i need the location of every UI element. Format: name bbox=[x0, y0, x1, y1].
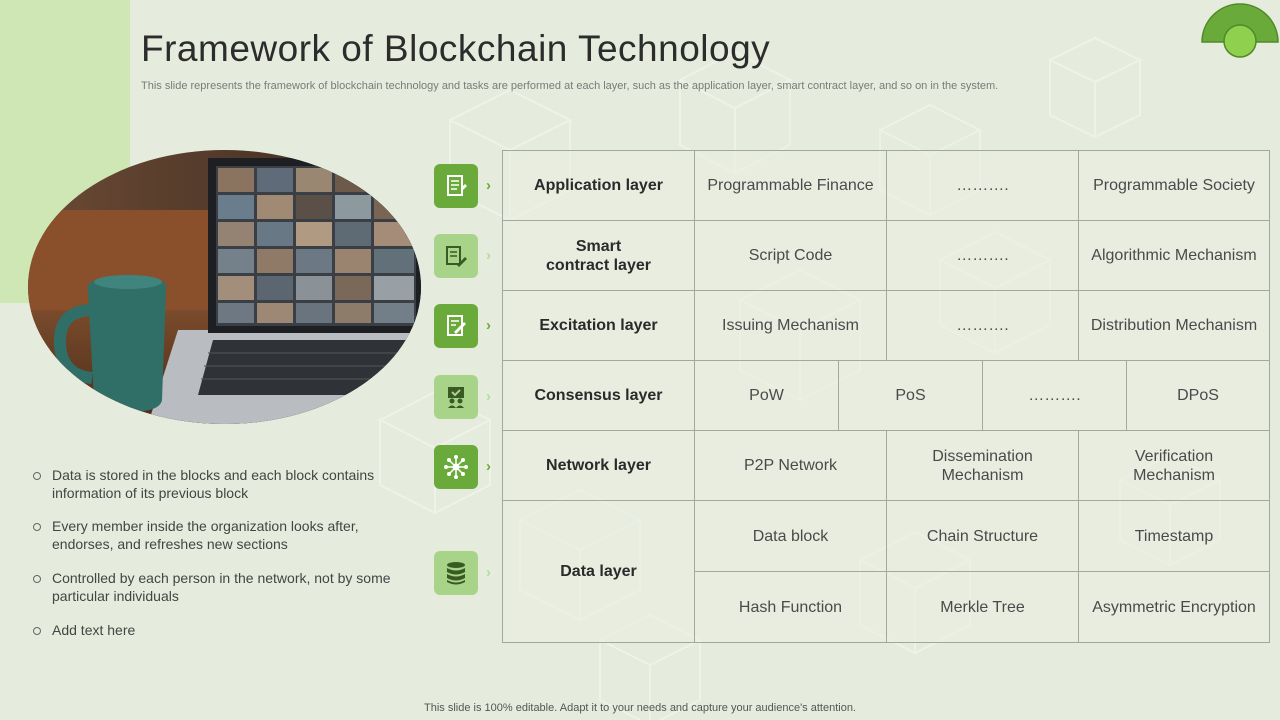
layer-name-application: Application layer bbox=[502, 150, 695, 221]
laptop-video-call-photo bbox=[28, 150, 421, 424]
table-cell: Dissemination Mechanism bbox=[886, 430, 1079, 501]
framework-table: Application layer Programmable Finance …… bbox=[502, 150, 1270, 643]
contract-icon bbox=[434, 234, 478, 278]
table-cell: Algorithmic Mechanism bbox=[1078, 220, 1270, 291]
bullet-item: Every member inside the organization loo… bbox=[30, 517, 400, 553]
table-cell: Script Code bbox=[694, 220, 887, 291]
chevron-right-icon: › bbox=[486, 458, 491, 475]
layer-name-network: Network layer bbox=[502, 430, 695, 501]
table-cell: Issuing Mechanism bbox=[694, 290, 887, 361]
layer-name-excitation: Excitation layer bbox=[502, 290, 695, 361]
layer-name-consensus: Consensus layer bbox=[502, 360, 695, 431]
table-cell: DPoS bbox=[1126, 360, 1270, 431]
certificate-icon bbox=[434, 304, 478, 348]
document-icon bbox=[434, 164, 478, 208]
page-subtitle: This slide represents the framework of b… bbox=[141, 80, 999, 92]
table-cell: Asymmetric Encryption bbox=[1078, 571, 1270, 643]
bullet-item: Controlled by each person in the network… bbox=[30, 569, 400, 605]
bullet-list: Data is stored in the blocks and each bl… bbox=[30, 466, 400, 639]
table-cell: Hash Function bbox=[694, 571, 887, 643]
chevron-right-icon: › bbox=[486, 317, 491, 334]
table-cell: ………. bbox=[886, 290, 1079, 361]
page-title: Framework of Blockchain Technology bbox=[141, 28, 771, 69]
table-cell: Distribution Mechanism bbox=[1078, 290, 1270, 361]
logo-semicircle-icon bbox=[1201, 3, 1279, 58]
table-cell: Chain Structure bbox=[886, 500, 1079, 572]
table-cell: Merkle Tree bbox=[886, 571, 1079, 643]
bullet-item: Data is stored in the blocks and each bl… bbox=[30, 466, 400, 502]
table-cell: Programmable Finance bbox=[694, 150, 887, 221]
chevron-right-icon: › bbox=[486, 388, 491, 405]
database-icon bbox=[434, 551, 478, 595]
chevron-right-icon: › bbox=[486, 564, 491, 581]
table-cell: PoS bbox=[838, 360, 983, 431]
footer-note: This slide is 100% editable. Adapt it to… bbox=[424, 702, 856, 714]
table-cell: Verification Mechanism bbox=[1078, 430, 1270, 501]
chevron-right-icon: › bbox=[486, 247, 491, 264]
table-cell: ………. bbox=[982, 360, 1127, 431]
table-cell: PoW bbox=[694, 360, 839, 431]
table-cell: Timestamp bbox=[1078, 500, 1270, 572]
network-icon bbox=[434, 445, 478, 489]
table-cell: P2P Network bbox=[694, 430, 887, 501]
consensus-icon bbox=[434, 375, 478, 419]
layer-name-smart-contract: Smart contract layer bbox=[502, 220, 695, 291]
chevron-right-icon: › bbox=[486, 177, 491, 194]
table-cell: ………. bbox=[886, 220, 1079, 291]
table-cell: Programmable Society bbox=[1078, 150, 1270, 221]
table-cell: Data block bbox=[694, 500, 887, 572]
table-cell: ………. bbox=[886, 150, 1079, 221]
layer-name-data: Data layer bbox=[502, 500, 695, 643]
bullet-item: Add text here bbox=[30, 621, 400, 639]
